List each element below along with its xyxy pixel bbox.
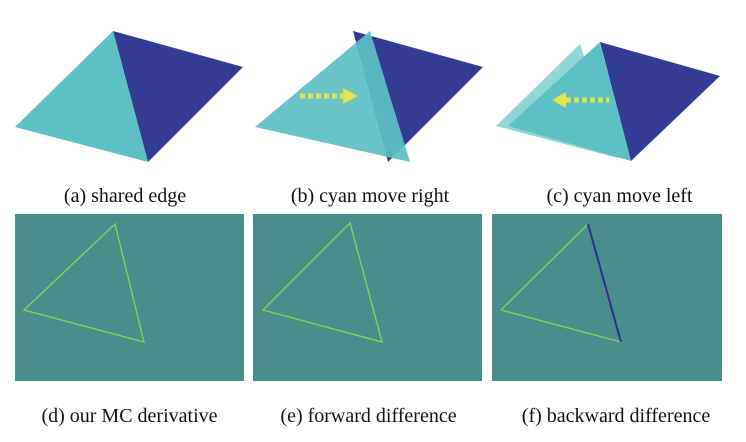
- forward-difference-image: [253, 214, 482, 381]
- cyan-triangle: [15, 31, 148, 162]
- arrow-head-right: [343, 88, 358, 104]
- edge-shared: [587, 223, 622, 343]
- caption-c: (c) cyan move left: [546, 185, 693, 207]
- map-forward-difference: [253, 214, 482, 381]
- triangle-outline: [261, 221, 383, 343]
- triangle-outline: [22, 222, 145, 343]
- caption-a: (a) shared edge: [63, 185, 187, 207]
- backward-difference-image: [492, 214, 722, 381]
- cyan-move-left-diagram: [496, 42, 720, 161]
- navy-triangle: [600, 42, 720, 161]
- panel-shared-edge: [0, 0, 250, 175]
- caption-b: (b) cyan move right: [290, 185, 450, 207]
- shared-edge-diagram: [15, 31, 243, 162]
- navy-triangle: [113, 31, 243, 162]
- mc-derivative-image: [15, 214, 244, 381]
- caption-f: (f) backward difference: [521, 405, 711, 427]
- cyan-move-right-diagram: [255, 31, 483, 162]
- caption-e: (e) forward difference: [280, 405, 457, 427]
- edge-left: [500, 223, 589, 311]
- edge-bottom: [500, 309, 622, 343]
- map-backward-difference: [492, 214, 722, 381]
- panel-cyan-move-right: [245, 0, 495, 175]
- arrow-head-left: [552, 92, 566, 108]
- caption-d: (d) our MC derivative: [41, 405, 218, 427]
- panel-cyan-move-left: [490, 0, 746, 175]
- map-mc-derivative: [15, 214, 244, 381]
